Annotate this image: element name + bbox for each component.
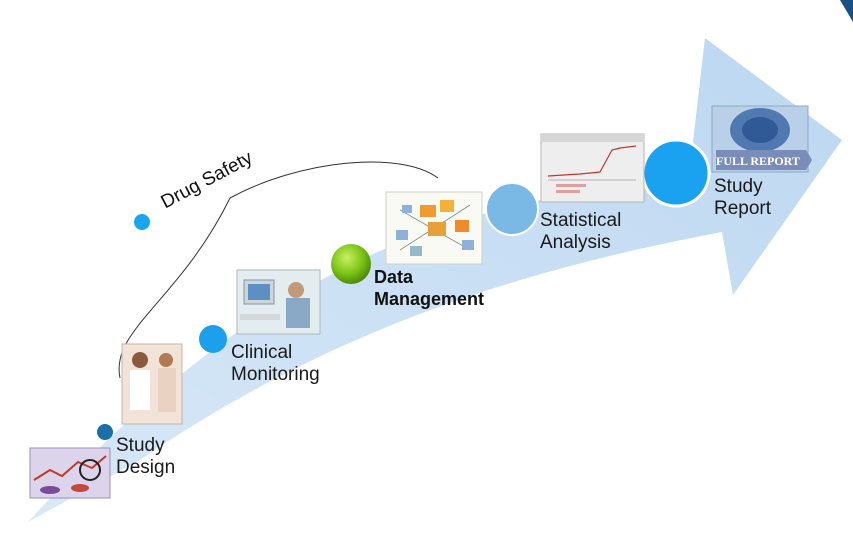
process-arrow	[28, 38, 842, 522]
data-management-image	[385, 191, 483, 265]
study-design-dot	[97, 424, 113, 440]
clinical-monitoring-dot	[199, 325, 227, 353]
clinical-image	[121, 343, 183, 425]
drug-safety-dot	[134, 214, 150, 230]
study-report-dot	[641, 138, 711, 208]
monitoring-image	[236, 269, 321, 335]
study-design-image	[29, 447, 111, 499]
statistical-analysis-image	[540, 133, 645, 203]
full-report-badge: FULL REPORT	[716, 154, 800, 168]
full-report-image: FULL REPORT	[711, 105, 812, 173]
corner-accent	[840, 0, 853, 22]
drug-safety-brace	[118, 161, 439, 379]
data-management-dot	[331, 244, 371, 284]
statistical-analysis-dot	[485, 182, 539, 236]
